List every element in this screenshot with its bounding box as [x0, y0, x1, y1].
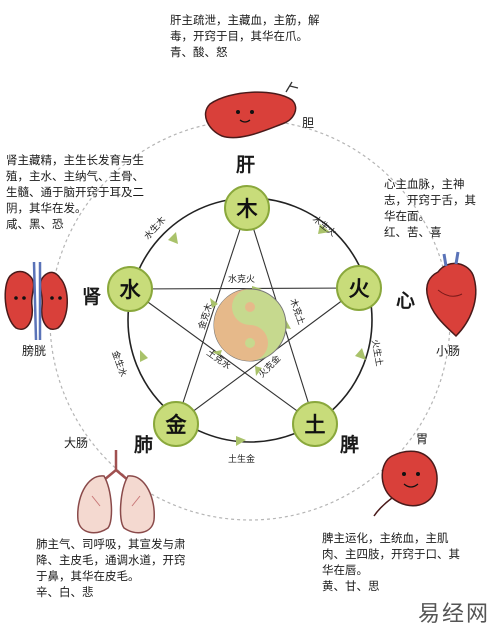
- label-metal-wood: 金克木: [195, 302, 215, 331]
- kidney-icon: [4, 261, 68, 341]
- heart-icon: [426, 251, 477, 338]
- node-wood: 木: [224, 185, 270, 231]
- label-metal-water: 金生水: [109, 349, 130, 378]
- arrow-fire-earth: [355, 348, 366, 360]
- organ-heart-label: 心: [396, 290, 416, 312]
- label-wood-fire: 木生火: [310, 213, 339, 239]
- label-water-fire: 水克火: [228, 273, 255, 285]
- lung-desc-line: 肺主气、司呼吸，其宣发与肃: [36, 537, 186, 551]
- spleen-desc-line: 华在唇。: [322, 563, 368, 577]
- node-water: 水: [107, 266, 153, 312]
- heart-desc-line: 华在面。: [384, 209, 430, 223]
- node-water-label: 水: [120, 278, 142, 302]
- heart-desc-line: 心主血脉，主神: [384, 177, 465, 191]
- organ-spleen-label: 脾: [340, 434, 360, 456]
- lung-desc-line: 辛、白、悲: [36, 585, 94, 599]
- organ-liver-label: 肝: [236, 154, 256, 176]
- kidney-desc-line: 阴，其华在发。: [6, 201, 87, 215]
- arrow-water-wood: [168, 232, 178, 244]
- arrow-earth-water: [212, 350, 222, 356]
- node-fire-label: 火: [349, 277, 370, 301]
- organ-lung-label: 肺: [134, 434, 154, 456]
- spleen-description: 脾主运化，主统血，主肌 肉、主四肢，开窍于口、其 华在唇。 黄、甘、思: [322, 530, 460, 594]
- controlling-cycle-star: [128, 206, 361, 426]
- watermark: 易经网: [417, 602, 490, 627]
- heart-desc-line: 志，开窍于舌，其: [384, 193, 476, 207]
- arrow-earth-metal: [236, 436, 246, 446]
- node-earth-label: 土: [305, 413, 326, 437]
- taiji-icon: [213, 288, 287, 362]
- label-fire-earth: 火生土: [369, 338, 386, 367]
- kidney-desc-line: 肾主藏精，主生长发育与生: [6, 153, 144, 167]
- organ-stomach-label: 胃: [416, 432, 429, 446]
- liver-desc-line: 毒，开窍于目，其华在爪。: [170, 29, 308, 43]
- heart-description: 心主血脉，主神 志，开窍于舌，其 华在面。 红、苦、喜: [384, 176, 476, 240]
- kidney-desc-line: 生髓、通于脑开窍于耳及二: [6, 185, 144, 199]
- arrow-metal-water: [140, 350, 148, 362]
- organ-gallbladder-label: 胆: [302, 116, 315, 130]
- label-earth-metal: 土生金: [228, 453, 255, 465]
- spleen-desc-line: 脾主运化，主统血，主肌: [322, 531, 449, 545]
- lung-description: 肺主气、司呼吸，其宣发与肃 降、主皮毛，通调水道，开窍 于鼻，其华在皮毛。 辛、…: [36, 536, 186, 600]
- kidney-desc-line: 殖，主水、主纳气、主骨、: [6, 169, 144, 183]
- organ-small-intestine-label: 小肠: [436, 344, 461, 358]
- node-earth: 土: [292, 401, 338, 447]
- label-water-wood: 水生木: [141, 214, 168, 242]
- lung-desc-line: 于鼻，其华在皮毛。: [36, 569, 140, 583]
- node-fire: 火: [336, 265, 382, 311]
- stomach-icon: [373, 450, 438, 517]
- heart-desc-line: 红、苦、喜: [384, 225, 442, 239]
- node-wood-label: 木: [236, 197, 259, 221]
- lung-icon: [77, 450, 155, 534]
- spleen-desc-line: 黄、甘、思: [322, 579, 380, 593]
- arrow-metal-wood: [210, 298, 218, 308]
- kidney-description: 肾主藏精，主生长发育与生 殖，主水、主纳气、主骨、 生髓、通于脑开窍于耳及二 阴…: [6, 152, 144, 232]
- node-metal: 金: [153, 401, 199, 447]
- kidney-desc-line: 咸、黑、恐: [6, 217, 64, 231]
- lung-desc-line: 降、主皮毛，通调水道，开窍: [36, 553, 186, 567]
- organ-kidney-label: 肾: [82, 286, 102, 308]
- arrow-fire-metal: [255, 366, 262, 376]
- organ-bladder-label: 膀胱: [22, 344, 47, 358]
- label-wood-earth: 木克土: [287, 297, 308, 326]
- liver-desc-line: 青、酸、怒: [170, 45, 228, 59]
- liver-desc-line: 肝主疏泄，主藏血，主筋，解: [170, 13, 320, 27]
- spleen-desc-line: 肉、主四肢，开窍于口、其: [322, 547, 460, 561]
- node-metal-label: 金: [165, 413, 188, 437]
- organ-large-intestine-label: 大肠: [64, 436, 89, 450]
- arrow-wood-fire: [318, 224, 330, 234]
- liver-description: 肝主疏泄，主藏血，主筋，解 毒，开窍于目，其华在爪。 青、酸、怒: [170, 12, 320, 60]
- liver-icon: [204, 81, 299, 139]
